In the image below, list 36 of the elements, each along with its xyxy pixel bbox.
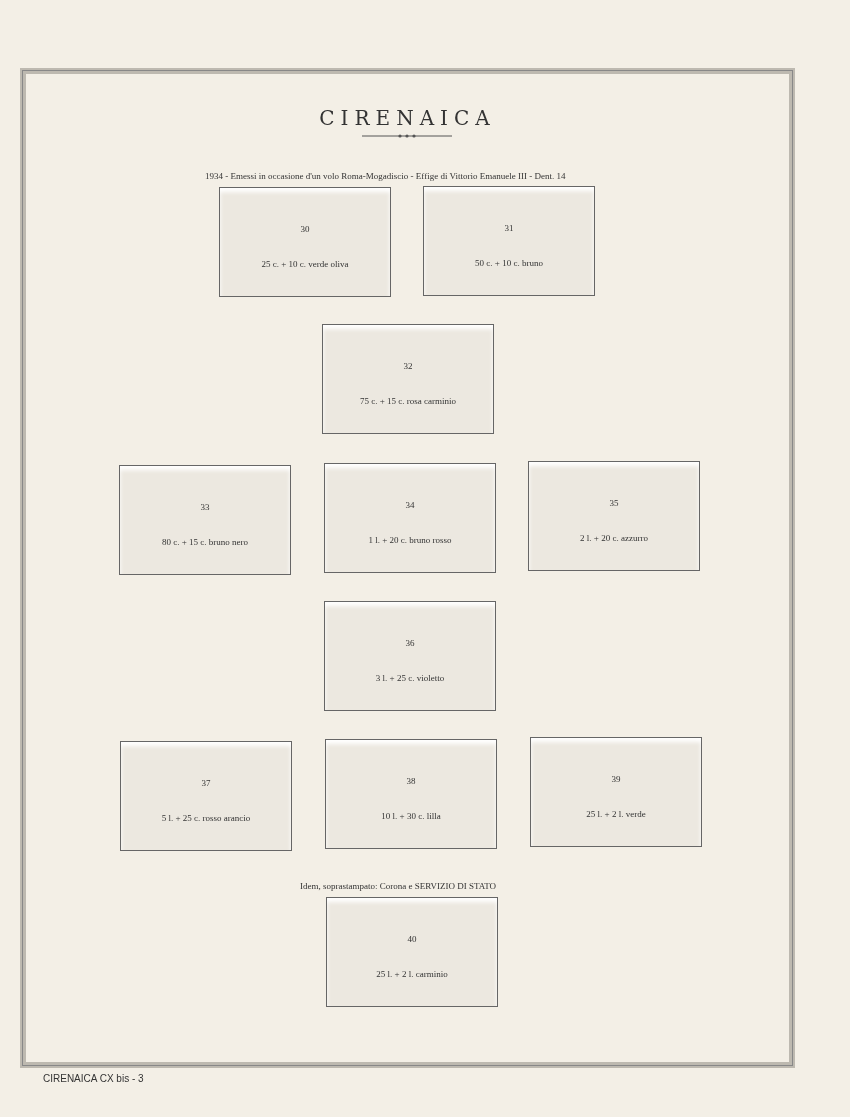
catalogue-number: 30 — [299, 224, 311, 234]
stamp-description: 25 l. + 2 l. verde — [585, 809, 647, 819]
stamp-mount — [322, 324, 494, 434]
catalogue-number: 32 — [402, 361, 414, 371]
catalogue-number: 38 — [405, 776, 417, 786]
stamp-description: 5 l. + 25 c. rosso arancio — [160, 813, 252, 823]
catalogue-number: 34 — [404, 500, 416, 510]
stamp-mount — [324, 601, 496, 711]
stamp-mount — [324, 463, 496, 573]
stamp-mount — [219, 187, 391, 297]
stamp-mount — [530, 737, 702, 847]
stamp-description: 75 c. + 15 c. rosa carminio — [358, 396, 457, 406]
stamp-mount — [423, 186, 595, 296]
stamp-mount — [326, 897, 498, 1007]
stamp-mount — [119, 465, 291, 575]
stamp-description: 2 l. + 20 c. azzurro — [579, 533, 649, 543]
stamp-mount — [325, 739, 497, 849]
stamp-description: 3 l. + 25 c. violetto — [374, 673, 446, 683]
page-title: CIRENAICA — [318, 106, 497, 130]
stamp-description: 50 c. + 10 c. bruno — [474, 258, 544, 268]
stamp-description: 25 l. + 2 l. carminio — [375, 969, 449, 979]
stamp-description: 1 l. + 20 c. bruno rosso — [367, 535, 453, 545]
stamp-description: 10 l. + 30 c. lilla — [380, 811, 442, 821]
stamp-mount — [120, 741, 292, 851]
stamp-description: 25 c. + 10 c. verde oliva — [260, 259, 350, 269]
catalogue-number: 40 — [406, 934, 418, 944]
catalogue-number: 36 — [404, 638, 416, 648]
stamp-description: 80 c. + 15 c. bruno nero — [160, 537, 250, 547]
catalogue-number: 37 — [200, 778, 212, 788]
catalogue-number: 39 — [610, 774, 622, 784]
issue-heading: 1934 - Emessi in occasione d'un volo Roma-Mogadiscio - Effige di Vittorio Emanuele III - Dent. 14 — [205, 171, 566, 181]
catalogue-number: 31 — [503, 223, 515, 233]
stamp-mount — [528, 461, 700, 571]
catalogue-number: 33 — [199, 502, 211, 512]
catalogue-number: 35 — [608, 498, 620, 508]
page-footer: CIRENAICA CX bis - 3 — [43, 1073, 144, 1084]
